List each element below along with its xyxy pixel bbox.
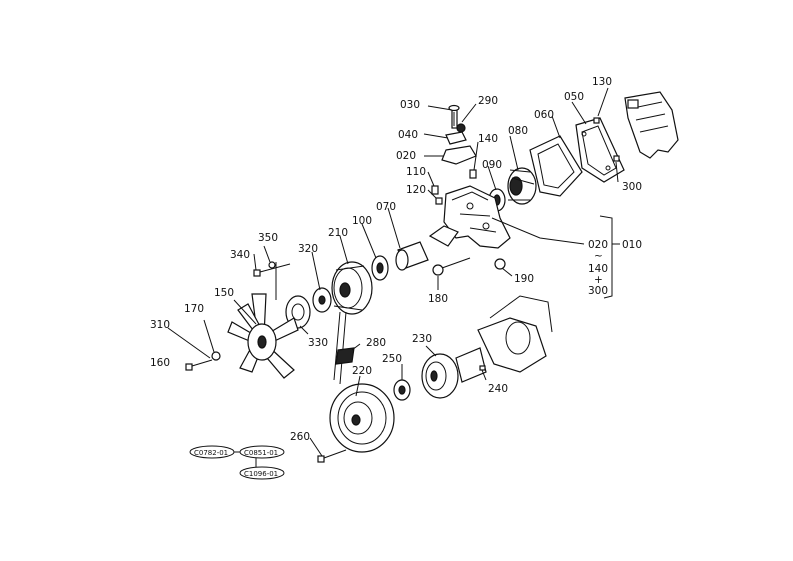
bolt-300: [613, 155, 620, 162]
key-240: [479, 365, 486, 371]
callout-090: 090: [482, 159, 502, 171]
serial-ovals: C0782-01 C0851-01 C1096-01: [189, 445, 285, 480]
collar-250: [393, 379, 411, 401]
callout-140: 140: [478, 133, 498, 145]
spacer-320: [312, 287, 332, 313]
callout-180: 180: [428, 293, 448, 305]
callout-110: 110: [406, 166, 426, 178]
serial-oval-3: C1096-01: [244, 470, 278, 478]
callout-320: 320: [298, 243, 318, 255]
callout-310: 310: [150, 319, 170, 331]
washer-350: [268, 261, 276, 269]
bolt-190: [494, 258, 506, 270]
bearing-100: [371, 255, 389, 281]
callout-300-group: 300: [588, 285, 608, 297]
callout-260: 260: [290, 431, 310, 443]
crankshaft-pulley-220: [329, 383, 395, 453]
bolt-340: [253, 263, 291, 277]
bolt-130: [593, 117, 600, 124]
v-belt-280: [333, 311, 355, 385]
impeller-080: [507, 167, 537, 205]
callout-labels: 030 290 040 140 020 080 060 050 130 090 …: [150, 76, 642, 443]
sleeve-070: [395, 241, 429, 271]
callout-250: 250: [382, 353, 402, 365]
water-pump-body: [428, 185, 511, 249]
bolt-140: [469, 169, 477, 179]
callout-220: 220: [352, 365, 372, 377]
serial-oval-1: C0782-01: [194, 449, 228, 457]
engine-timing-cover: [624, 91, 679, 159]
callout-050: 050: [564, 91, 584, 103]
fan-pulley-210: [331, 261, 373, 315]
callout-300: 300: [622, 181, 642, 193]
callout-210: 210: [328, 227, 348, 239]
callout-290: 290: [478, 95, 498, 107]
callout-170: 170: [184, 303, 204, 315]
callout-130: 130: [592, 76, 612, 88]
bracket-tilde: ~: [594, 250, 603, 262]
gasket-050: [575, 117, 625, 183]
washer-170: [211, 351, 221, 361]
callout-030: 030: [400, 99, 420, 111]
serial-oval-2: C0851-01: [244, 449, 278, 457]
bracket-plus: +: [594, 274, 603, 286]
callout-020-group: 020: [588, 239, 608, 251]
callout-120: 120: [406, 184, 426, 196]
leader-lines: [167, 87, 620, 457]
callout-240: 240: [488, 383, 508, 395]
callout-140-group: 140: [588, 263, 608, 275]
bolt-120: [435, 197, 443, 205]
callout-340: 340: [230, 249, 250, 261]
callout-040: 040: [398, 129, 418, 141]
gasket-060: [529, 135, 583, 197]
callout-020: 020: [396, 150, 416, 162]
callout-330: 330: [308, 337, 328, 349]
thermostat-housing: [441, 104, 477, 165]
callout-160: 160: [150, 357, 170, 369]
callout-100: 100: [352, 215, 372, 227]
bolt-180: [432, 257, 471, 276]
callout-070: 070: [376, 201, 396, 213]
callout-230: 230: [412, 333, 432, 345]
callout-150: 150: [214, 287, 234, 299]
callout-190: 190: [514, 273, 534, 285]
callout-010: 010: [622, 239, 642, 251]
cooling-fan-150: [227, 293, 299, 379]
callout-080: 080: [508, 125, 528, 137]
callout-060: 060: [534, 109, 554, 121]
bolt-160: [185, 359, 213, 371]
bolt-260: [317, 449, 347, 463]
crankshaft: [455, 295, 553, 383]
callout-280: 280: [366, 337, 386, 349]
bolt-110: [431, 185, 439, 195]
crank-gear-230: [421, 353, 459, 399]
callout-350: 350: [258, 232, 278, 244]
